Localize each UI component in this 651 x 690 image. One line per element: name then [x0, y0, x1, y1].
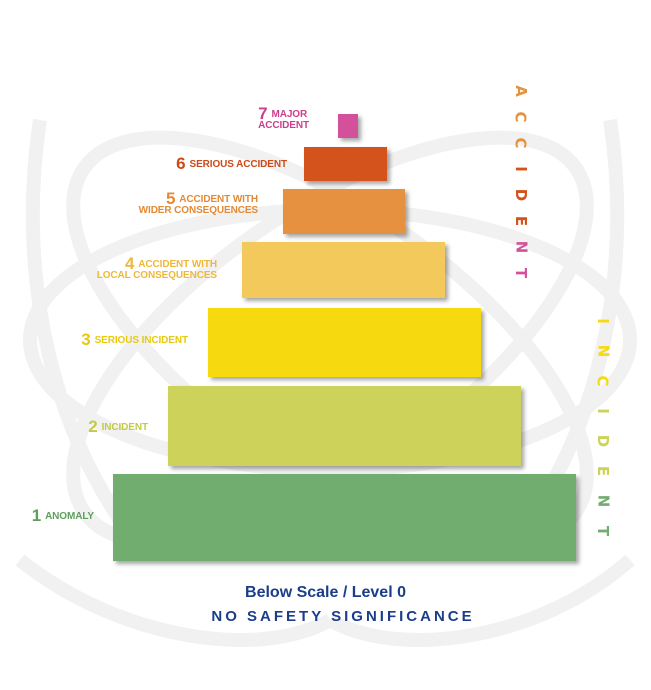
level-4-text-line1: ACCIDENT WITH — [138, 259, 217, 270]
incident-letter: I — [594, 318, 612, 324]
no-safety-significance: NO SAFETY SIGNIFICANCE — [211, 608, 475, 625]
level-6-step — [304, 147, 387, 181]
level-1-text: ANOMALY — [45, 511, 94, 522]
level-4-number: 4 — [124, 254, 135, 273]
level-7-text-line2: ACCIDENT — [258, 120, 309, 131]
level-3-number: 3 — [81, 330, 91, 349]
incident-vertical-label: I N C I D E N T — [592, 312, 612, 552]
accident-letter: D — [511, 188, 530, 202]
incident-letter: I — [594, 408, 612, 414]
level-1-step — [113, 474, 576, 561]
accident-letter: C — [511, 137, 530, 149]
level-6-text: SERIOUS ACCIDENT — [189, 159, 288, 170]
incident-letter: D — [593, 434, 612, 448]
accident-letter: C — [511, 111, 530, 123]
level-5-text-line2: WIDER CONSEQUENCES — [138, 205, 258, 216]
incident-letter: C — [593, 375, 612, 387]
level-4-text-line2: LOCAL CONSEQUENCES — [96, 270, 217, 281]
incident-letter: N — [594, 344, 612, 358]
level-5-text-line1: ACCIDENT WITH — [179, 194, 258, 205]
incident-letter: E — [594, 465, 612, 477]
accident-letter: A — [511, 85, 530, 97]
level-3-text: SERIOUS INCIDENT — [94, 335, 189, 346]
incident-letter: N — [594, 494, 612, 508]
level-7-step — [338, 114, 358, 138]
level-2-step — [168, 386, 521, 466]
level-7-number: 7 — [258, 104, 268, 123]
level-6-number: 6 — [176, 154, 186, 173]
accident-letter: T — [511, 267, 530, 279]
below-scale-title: Below Scale / Level 0 — [245, 584, 406, 601]
level-4-step — [242, 242, 445, 298]
level-5-number: 5 — [165, 189, 176, 208]
incident-letter: T — [593, 525, 612, 537]
accident-letter: N — [512, 240, 530, 254]
level-2-text: INCIDENT — [101, 422, 149, 433]
level-7-text-line1: MAJOR — [271, 109, 308, 120]
level-1-number: 1 — [31, 506, 42, 525]
accident-vertical-label: A C C I D E N T — [510, 82, 530, 290]
level-3-step — [208, 308, 481, 377]
accident-letter: I — [512, 166, 530, 172]
level-5-step — [283, 189, 405, 234]
accident-letter: E — [512, 215, 530, 227]
level-2-number: 2 — [88, 417, 98, 436]
